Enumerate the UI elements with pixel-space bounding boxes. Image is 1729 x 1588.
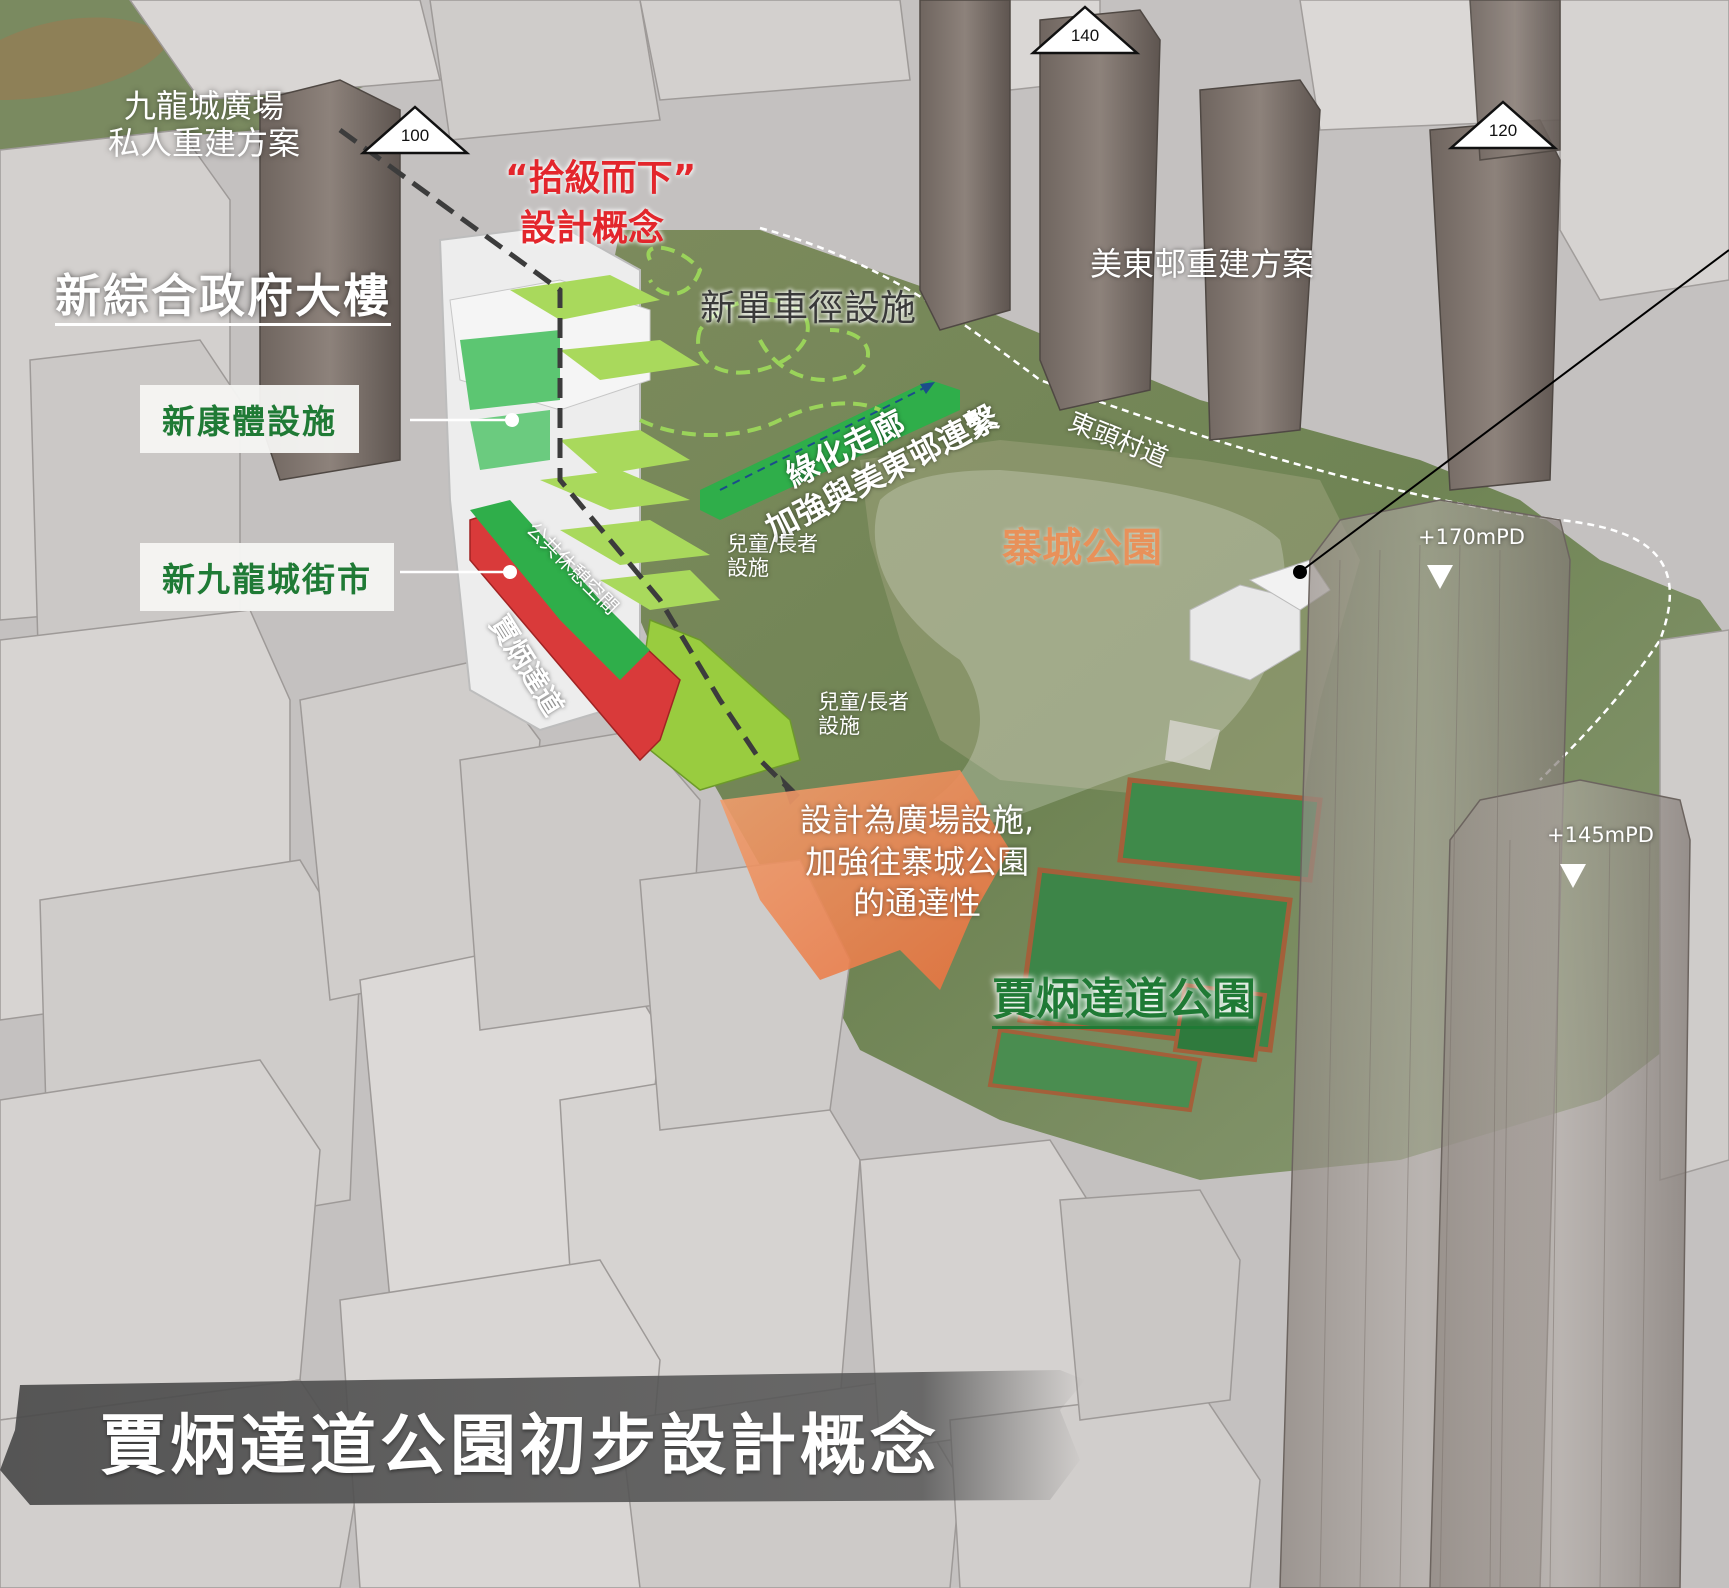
- height-marker-120: 120: [1443, 100, 1563, 150]
- sports-pitches: [987, 777, 1323, 1113]
- plaza-design-label: 設計為廣場設施, 加強往寨城公園 的通達性: [800, 801, 1035, 923]
- children-elderly-facilities-label-1: 兒童/長者 設施: [727, 532, 819, 581]
- mei-tung-estate-label: 美東邨重建方案: [1090, 245, 1315, 283]
- triangle-marker-icon: [1447, 100, 1559, 150]
- down-triangle-icon: [1560, 864, 1586, 888]
- down-triangle-icon: [1427, 565, 1453, 589]
- height-marker-value: 120: [1488, 121, 1518, 140]
- carpenter-road-park-label: 賈炳達道公園: [992, 974, 1256, 1029]
- green-corridor: [700, 380, 960, 520]
- page-title: 賈炳達道公園初步設計概念: [100, 1407, 940, 1484]
- plaza-arrow: [720, 770, 1010, 990]
- new-market-label: 新九龍城街市: [140, 543, 394, 611]
- new-government-building-label: 新綜合政府大樓: [55, 270, 391, 326]
- step-down-concept-label: 設計概念: [520, 208, 665, 249]
- triangle-marker-icon: [1029, 5, 1141, 55]
- step-down-quote-label: “拾級而下”: [505, 158, 697, 199]
- walking-route: [338, 127, 792, 792]
- pointer-line: [1299, 249, 1729, 573]
- new-sports-facilities-label: 新康體設施: [140, 385, 359, 453]
- height-marker-100: 100: [355, 105, 475, 155]
- kowloon-city-plaza-label: 九龍城廣場 私人重建方案: [108, 87, 301, 162]
- glass-towers: [1279, 499, 1691, 1588]
- tower-level-145: +145mPD: [1547, 823, 1654, 847]
- children-elderly-facilities-label-2: 兒童/長者 設施: [818, 690, 910, 739]
- title-banner: [0, 1370, 1085, 1505]
- dark-towers: [259, 0, 1561, 491]
- triangle-marker-icon: [359, 105, 471, 155]
- height-marker-value: 100: [400, 126, 430, 145]
- new-cycling-facilities-label: 新單車徑設施: [700, 288, 917, 329]
- tower-level-170: +170mPD: [1418, 525, 1525, 549]
- walled-city-park-zone: [860, 440, 1360, 820]
- height-marker-value: 140: [1070, 26, 1100, 45]
- kowloon-walled-city-park-label: 寨城公園: [1002, 525, 1162, 571]
- cycling-track: [639, 245, 881, 437]
- height-marker-140: 140: [1025, 5, 1145, 55]
- new-market: [469, 500, 681, 762]
